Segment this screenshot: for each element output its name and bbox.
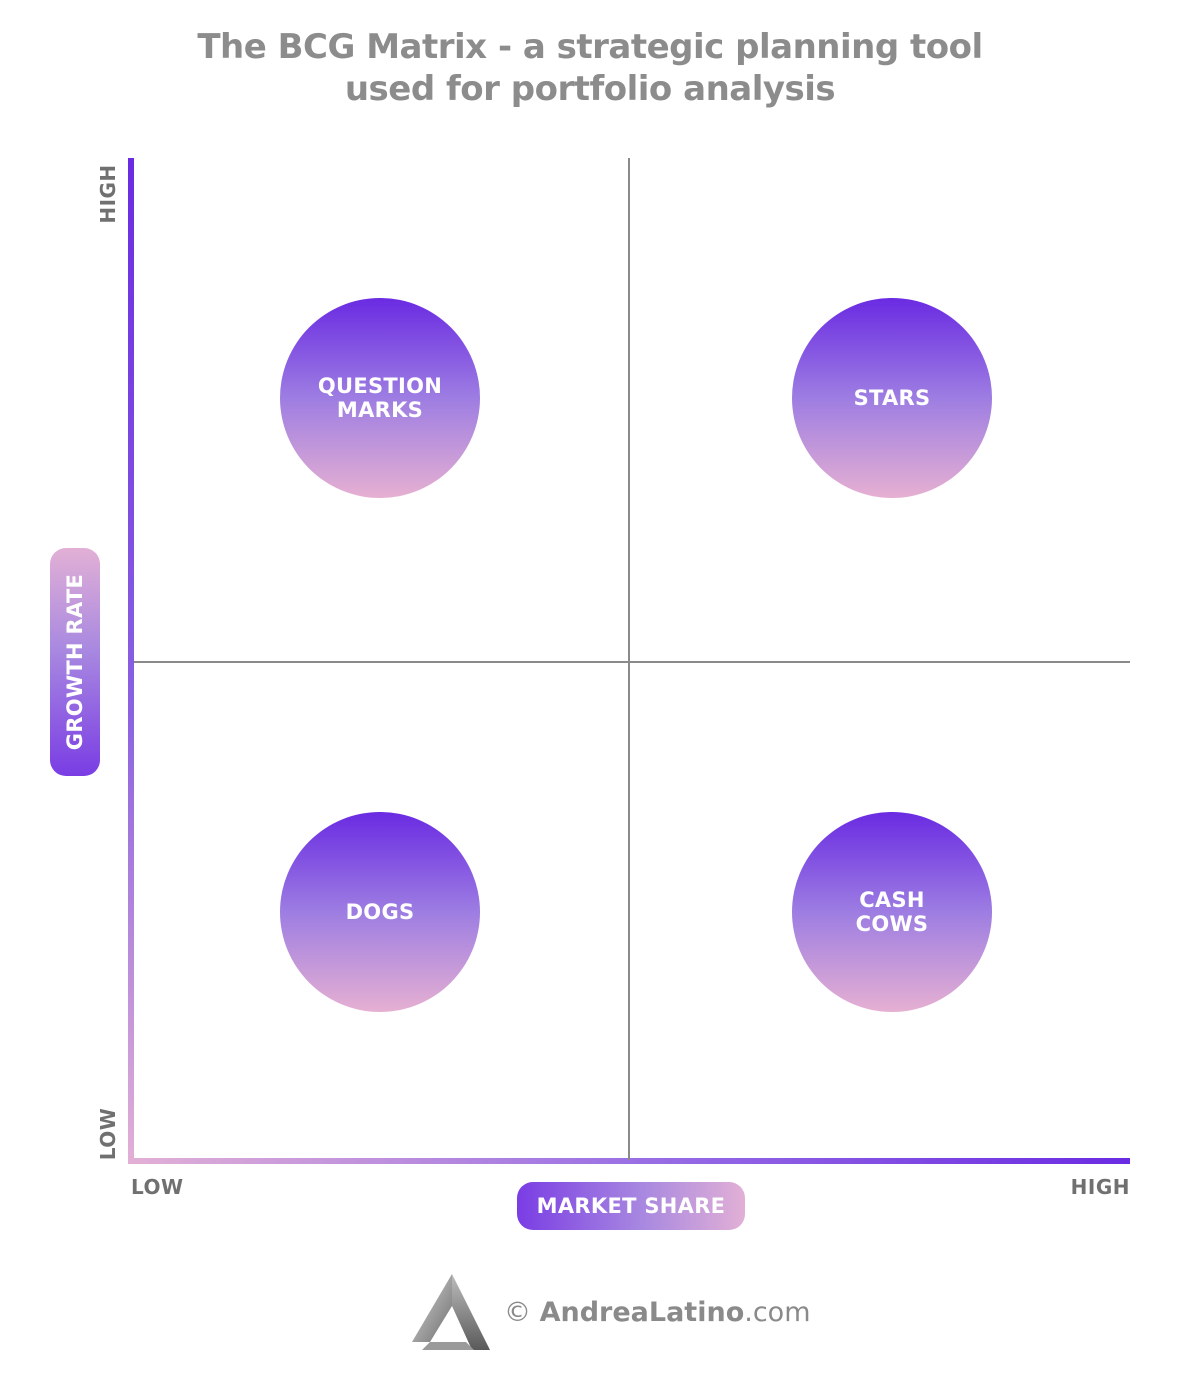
market-share-pill: MARKET SHARE	[517, 1182, 745, 1230]
brand-name: AndreaLatino	[539, 1296, 745, 1328]
x-axis-low-label: LOW	[131, 1175, 184, 1199]
question-marks-label: QUESTION MARKS	[317, 374, 443, 422]
stars-label: STARS	[853, 386, 931, 410]
page-title: The BCG Matrix - a strategic planning to…	[0, 26, 1180, 110]
cash-cows-label: CASH COWS	[855, 888, 929, 936]
copyright-text: © AndreaLatino.com	[504, 1297, 811, 1328]
x-axis-title: MARKET SHARE	[536, 1194, 726, 1218]
y-axis-title: GROWTH RATE	[63, 573, 87, 751]
vertical-divider	[628, 158, 630, 1160]
y-axis-low-label: LOW	[96, 1107, 120, 1161]
copyright-symbol: ©	[504, 1296, 531, 1328]
triangle-a-logo-icon	[412, 1274, 490, 1350]
growth-rate-pill: GROWTH RATE	[50, 548, 100, 776]
footer: © AndreaLatino.com	[410, 1272, 811, 1352]
x-axis-line	[128, 1158, 1130, 1164]
question-marks-circle: QUESTION MARKS	[280, 298, 480, 498]
y-axis-line	[128, 158, 134, 1164]
title-line-1: The BCG Matrix - a strategic planning to…	[197, 27, 983, 67]
title-line-2: used for portfolio analysis	[344, 69, 836, 109]
cash-cows-circle: CASH COWS	[792, 812, 992, 1012]
dogs-circle: DOGS	[280, 812, 480, 1012]
x-axis-high-label: HIGH	[1070, 1175, 1130, 1199]
brand-tld: .com	[744, 1296, 811, 1328]
y-axis-high-label: HIGH	[96, 164, 120, 224]
stars-circle: STARS	[792, 298, 992, 498]
horizontal-divider	[134, 661, 1130, 663]
dogs-label: DOGS	[345, 900, 415, 924]
